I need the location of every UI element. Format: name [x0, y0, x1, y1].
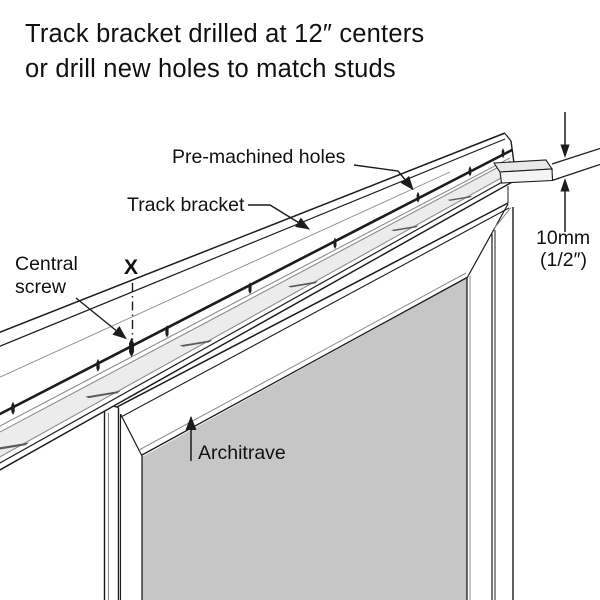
- front-edge-bottom: [0, 180, 515, 471]
- figure-title-line1: Track bracket drilled at 12″ centers: [25, 20, 424, 48]
- left-miter-fold: [119, 413, 143, 457]
- pre-machined-hole-icon: [416, 191, 420, 203]
- architrave-top-edge: [116, 202, 509, 408]
- bracket-slot-icon: [447, 195, 473, 201]
- label-architrave: Architrave: [198, 442, 286, 464]
- track-bracket-leader-arrow-icon: [248, 204, 310, 230]
- bracket-face-midline: [0, 171, 451, 378]
- track-bracket-assembly: [0, 132, 600, 471]
- bracket-top-edge-inner: [0, 138, 506, 347]
- bracket-shelf-surface: [0, 161, 512, 457]
- label-central-screw-line2: screw: [15, 276, 67, 298]
- architrave-top-step: [120, 207, 510, 418]
- bracket-slot-icon: [85, 390, 121, 399]
- bracket-slot-icon: [0, 442, 29, 450]
- bracket-top-edge-outer: [0, 132, 506, 334]
- bracket-slot-icon: [391, 225, 419, 232]
- architrave-line-continuation: [551, 163, 600, 182]
- track-line-continuation: [551, 147, 600, 165]
- dimension-arrow-up-icon: [560, 178, 570, 192]
- shelf-front-line: [0, 171, 513, 458]
- bracket-slot-icon: [179, 339, 213, 347]
- pre-machined-hole-icon: [501, 148, 505, 159]
- gap-dimension: [560, 112, 570, 232]
- bracket-end-top: [504, 133, 512, 142]
- pre-machined-hole-icon: [11, 401, 15, 415]
- label-gap-dimension-line1: 10mm: [536, 227, 590, 249]
- bracket-end-block-front: [499, 168, 554, 184]
- shelf-back-line-2: [0, 160, 511, 433]
- pre-machined-holes-leader-arrow-icon: [353, 164, 414, 191]
- door-frame: [103, 163, 600, 600]
- pre-machined-hole-icon: [333, 237, 337, 250]
- label-x-marker: X: [124, 256, 138, 279]
- leader-lines: [75, 164, 414, 461]
- label-track-bracket: Track bracket: [127, 194, 245, 216]
- pre-machined-hole-icon: [165, 324, 169, 338]
- door-opening-panel: [142, 278, 467, 600]
- pre-machined-hole-icon: [468, 165, 472, 177]
- pre-machined-hole-icon: [248, 282, 252, 295]
- front-edge-top: [0, 175, 514, 464]
- label-gap-dimension-line2: (1/2″): [540, 249, 587, 271]
- bracket-slot-icon: [287, 281, 319, 288]
- right-miter-fold-inner: [493, 207, 512, 229]
- central-screw-leader-arrow-icon: [75, 297, 127, 340]
- bracket-groove-line: [0, 148, 513, 416]
- dimension-arrow-down-icon: [560, 144, 570, 158]
- right-miter-fold: [466, 203, 509, 279]
- label-central-screw-line1: Central: [15, 253, 78, 275]
- central-screw-icon: [129, 337, 134, 358]
- label-pre-machined-holes: Pre-machined holes: [172, 146, 346, 168]
- central-screw-group: [129, 337, 134, 358]
- pre-machined-holes-group: [11, 148, 505, 415]
- figure-title-line2: or drill new holes to match studs: [25, 55, 396, 83]
- shelf-slots-group: [0, 195, 473, 450]
- shelf-back-line-1: [0, 157, 511, 427]
- pre-machined-hole-icon: [96, 358, 100, 372]
